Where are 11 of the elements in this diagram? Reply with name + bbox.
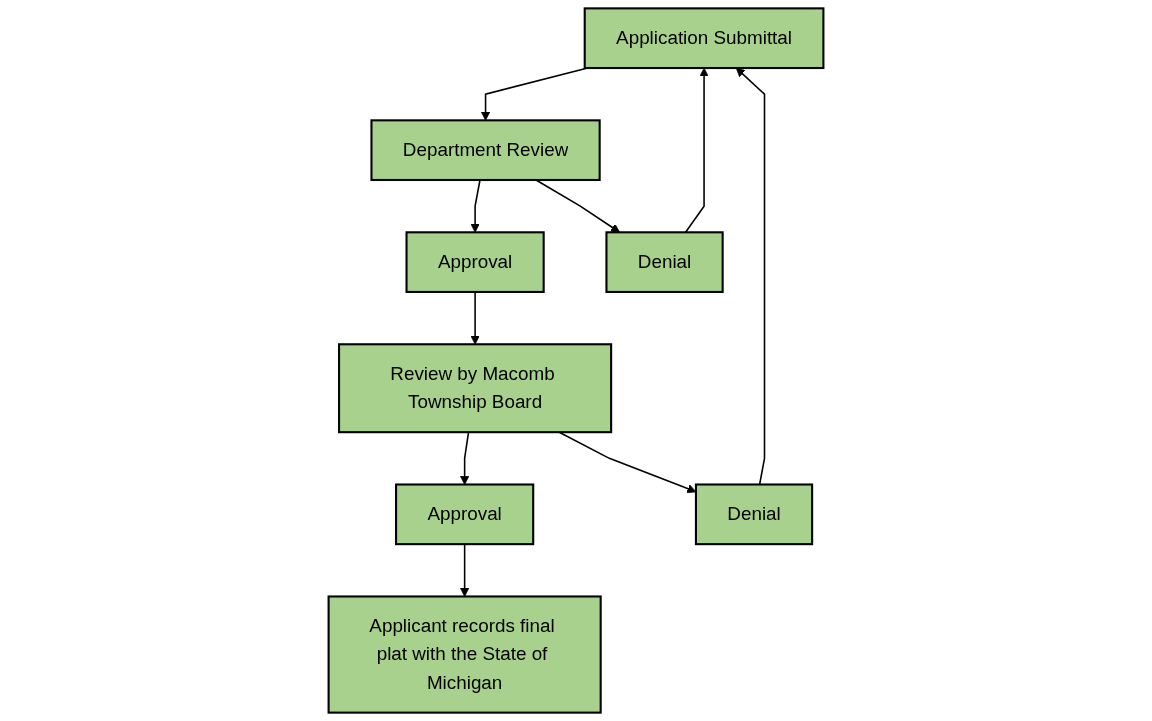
arrow [470,179,481,233]
node-box: Denial [694,483,814,546]
arrow [470,291,480,345]
node-box: Application Submittal [583,7,825,70]
node-box: Approval [395,483,535,546]
node-box: Denial [605,231,724,293]
node-box: Approval [405,231,545,293]
node-box: Review by Macomb Township Board [338,343,613,434]
arrow [535,179,621,233]
node-box: Department Review [370,119,601,182]
node-box: Applicant records final plat with the State of Michigan [327,595,602,714]
